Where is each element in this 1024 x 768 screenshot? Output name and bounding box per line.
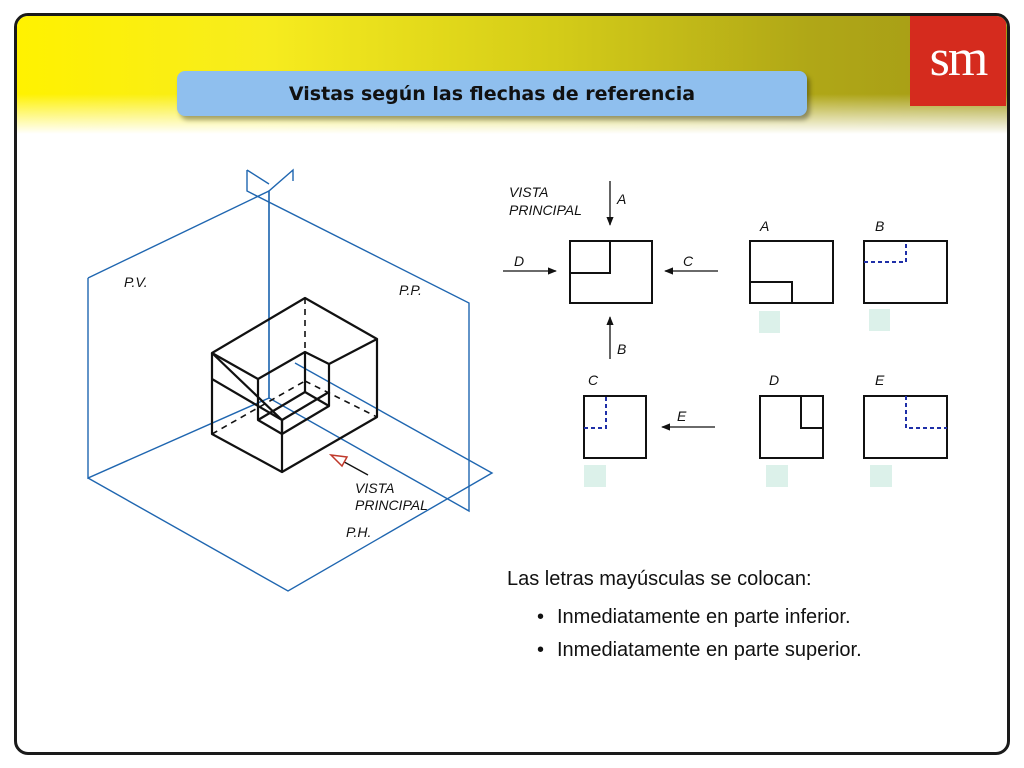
answer-box-d [766,465,788,487]
iso-principal-label: PRINCIPAL [355,497,428,513]
label-pp: P.P. [399,282,422,298]
iso-vista-label: VISTA [355,480,394,496]
views-diagram: P.V. P.P. P.H. VISTA PRINCIPAL VISTA PRI… [87,168,948,592]
view-c [583,395,647,487]
horizontal-plane-ph [87,362,494,592]
ref-principal-label: PRINCIPAL [509,202,582,218]
label-ph: P.H. [346,524,371,540]
answer-box-b [869,309,890,331]
view-e [863,395,948,487]
view-a [749,240,834,333]
label-view-e: E [875,372,885,388]
sm-logo: sm [910,16,1006,106]
view-d [759,395,824,487]
slide-frame: sm Vistas según las flechas de referenci… [14,13,1010,755]
notes-list: Inmediatamente en parte inferior. Inmedi… [507,601,862,667]
isometric-piece [210,296,379,474]
notes-lead: Las letras mayúsculas se colocan: [507,568,812,590]
label-view-d: D [769,372,779,388]
page-title: Vistas según las flechas de referencia [288,82,696,105]
ref-vista-label: VISTA [509,184,548,200]
title-box: Vistas según las flechas de referencia [177,71,807,116]
notes-block: Las letras mayúsculas se colocan: Inmedi… [507,568,862,667]
label-arrow-b: B [617,341,626,357]
piece-top-face [210,296,379,381]
label-pv: P.V. [124,274,148,290]
notes-item: Inmediatamente en parte inferior. [537,601,862,634]
view-b [863,240,948,331]
piece-hidden-lines [211,298,378,435]
profile-plane-pp [246,168,470,513]
label-arrow-a: A [616,191,626,207]
label-view-b: B [875,218,884,234]
reference-view [503,181,718,431]
label-arrow-c: C [683,253,694,269]
label-view-c: C [588,372,599,388]
vista-principal-arrow [328,453,369,476]
label-view-a: A [759,218,769,234]
label-arrow-e: E [677,408,687,424]
label-arrow-d: D [514,253,524,269]
answer-box-c [584,465,606,487]
answer-box-e [870,465,892,487]
notes-item: Inmediatamente en parte superior. [537,634,862,667]
answer-box-a [759,311,780,333]
projection-planes [87,168,494,592]
logo-text: sm [929,29,989,87]
plane-edge-top [246,169,270,185]
